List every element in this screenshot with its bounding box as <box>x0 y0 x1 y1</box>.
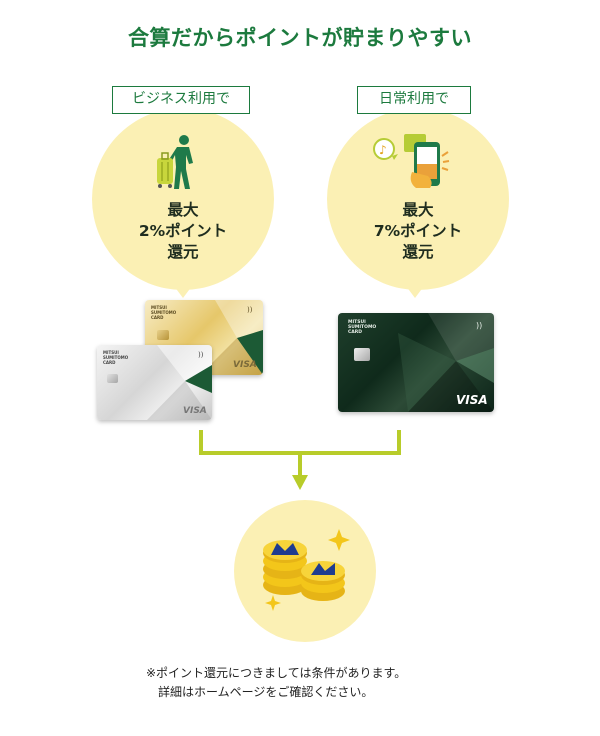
footnote-line1: ※ポイント還元につきましては条件があります。 <box>146 666 407 680</box>
card-facet-pattern <box>200 300 263 375</box>
card-brand-text: MITSUI SUMITOMO CARD <box>103 350 129 365</box>
contactless-icon: )) <box>476 321 483 330</box>
daily-bubble-tail <box>406 286 424 298</box>
card-chip <box>107 374 118 383</box>
visa-logo: VISA <box>456 393 488 407</box>
footnote-line2: 詳細はホームページをご確認ください。 <box>158 685 374 699</box>
business-line2: 2%ポイント <box>138 222 228 240</box>
daily-line2: 7%ポイント <box>373 222 463 240</box>
contactless-icon: )) <box>198 351 204 359</box>
visa-logo: VISA <box>183 406 207 416</box>
contactless-icon: )) <box>247 306 253 314</box>
points-coins-icon <box>263 529 350 611</box>
daily-tag: 日常利用で <box>357 86 471 114</box>
footnote: ※ポイント還元につきましては条件があります。 詳細はホームページをご確認ください… <box>146 664 406 702</box>
card-facet-pattern <box>398 313 494 412</box>
business-bubble-tail <box>174 286 192 298</box>
card-facet-pattern <box>147 345 212 420</box>
page-title: 合算だからポイントが貯まりやすい <box>128 26 472 50</box>
card-brand-text: MITSUI SUMITOMO CARD <box>348 320 377 335</box>
daily-reward-text: 最大 7%ポイント 還元 <box>327 200 509 263</box>
business-line1: 最大 <box>167 201 199 219</box>
daily-line1: 最大 <box>402 201 434 219</box>
business-tag: ビジネス利用で <box>112 86 250 114</box>
smartphone-music-icon: ♪ <box>373 134 450 188</box>
business-reward-text: 最大 2%ポイント 還元 <box>92 200 274 263</box>
silver-business-card: MITSUI SUMITOMO CARD )) VISA <box>97 345 212 420</box>
traveler-with-suitcase-icon <box>157 135 193 189</box>
daily-line3: 還元 <box>402 243 434 261</box>
svg-text:♪: ♪ <box>379 143 387 157</box>
card-chip <box>157 330 169 340</box>
card-chip <box>354 348 370 361</box>
card-brand-text: MITSUI SUMITOMO CARD <box>151 305 177 320</box>
business-line3: 還元 <box>167 243 199 261</box>
visa-logo: VISA <box>233 360 257 370</box>
green-personal-card: MITSUI SUMITOMO CARD )) VISA <box>338 313 494 412</box>
